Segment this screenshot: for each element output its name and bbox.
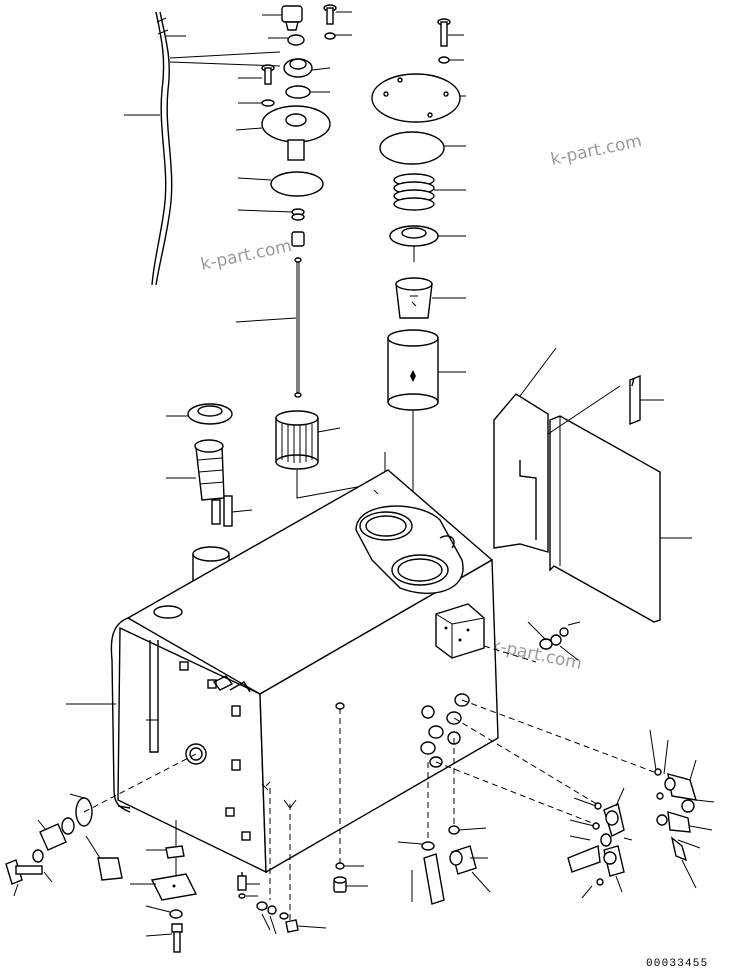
washer-right-stack (438, 56, 450, 64)
oring-small (285, 85, 311, 99)
filter-flange (355, 505, 464, 594)
strainer-cover (261, 105, 331, 161)
breather-valve (283, 58, 313, 78)
filter-case (395, 277, 433, 319)
clip-bracket (629, 374, 641, 426)
plug-fitting (333, 876, 347, 893)
bolt-left (261, 64, 275, 85)
washer-small (324, 32, 336, 40)
bolt-bottom-left (171, 923, 183, 953)
spacer-ring (287, 34, 305, 46)
rod-top (291, 231, 305, 247)
drawing-code: 00033455 (646, 958, 708, 970)
oring-sensor (335, 702, 345, 710)
side-cover-large (549, 415, 661, 623)
filter-spring (393, 173, 435, 211)
oring-cover (270, 171, 324, 197)
return-filter-element (387, 329, 439, 411)
hose-clamp-bottom (256, 901, 299, 933)
oring-port-a (448, 825, 460, 835)
valve-block (435, 603, 485, 659)
filter-cover (371, 73, 461, 123)
filler-cap (187, 403, 233, 425)
elbow-fitting-bottom (449, 845, 477, 875)
bolt-top (323, 4, 337, 25)
breather-cap (281, 5, 303, 31)
fitting-cluster-middle (567, 802, 625, 886)
oring-filter-cover (379, 131, 445, 165)
spring (291, 208, 305, 221)
oring-port-b (335, 862, 345, 870)
washer-left (261, 99, 275, 107)
suction-strainer (275, 410, 319, 470)
strainer-rod (294, 257, 302, 398)
bolt-right-stack (437, 18, 451, 47)
filler-strainer (194, 439, 233, 527)
side-cover-narrow (493, 393, 549, 553)
fitting-cluster-right (654, 768, 697, 862)
elbow-fitting-top (539, 627, 569, 650)
watermark-right-middle: k-part.com (489, 635, 584, 674)
washer-bottom-left (169, 909, 183, 919)
leader-hose-clamp (169, 51, 281, 59)
level-gauge-parts (5, 797, 123, 885)
drain-fitting (421, 841, 445, 905)
breather-hose (151, 11, 173, 286)
leader-hose-clamp-2 (169, 61, 281, 67)
valve-plate (389, 225, 439, 262)
watermark-middle-left: k-part.com (199, 236, 294, 275)
watermark-top-right: k-part.com (549, 131, 644, 170)
clip-plate (165, 845, 185, 859)
mount-plate (150, 873, 198, 901)
plug-bottom-left (237, 872, 247, 891)
